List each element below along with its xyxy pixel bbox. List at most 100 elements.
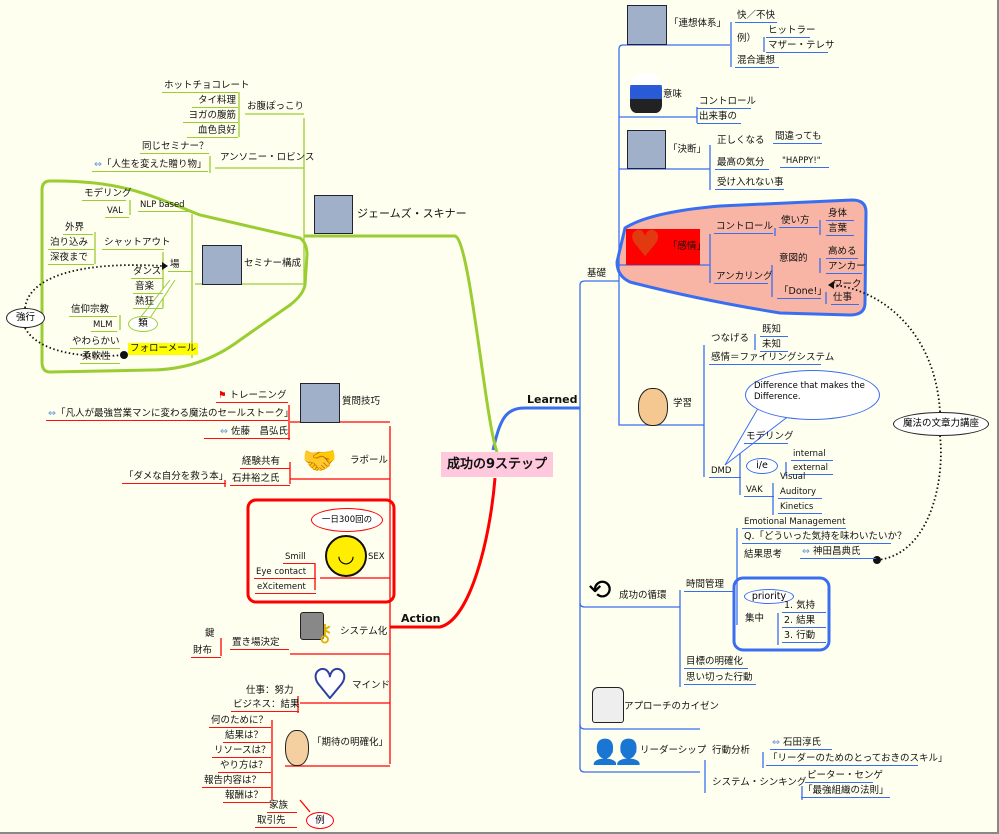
node[interactable]: お腹ぽっこり: [247, 101, 305, 112]
node[interactable]: 受け入れない事: [715, 177, 784, 190]
node[interactable]: モデリング: [744, 431, 794, 444]
mind-node[interactable]: マインド: [352, 680, 391, 691]
leader-node[interactable]: リーダーシップ: [640, 745, 707, 756]
imi-node[interactable]: 意味: [663, 89, 683, 100]
node[interactable]: Smill: [283, 551, 315, 564]
node[interactable]: Auditory: [778, 486, 822, 499]
node[interactable]: NLP based: [138, 199, 192, 212]
node[interactable]: ⇔ 石田淳氏: [770, 737, 832, 750]
learned-branch[interactable]: Learned: [527, 393, 578, 406]
node[interactable]: 深夜まで: [48, 252, 94, 265]
node[interactable]: ⇔ 神田昌典氏: [800, 546, 876, 559]
kaizen-node[interactable]: アプローチのカイゼン: [624, 701, 720, 712]
node[interactable]: 血色良好: [187, 125, 238, 138]
node[interactable]: 感情＝ファイリングシステム: [709, 352, 835, 365]
node[interactable]: external: [791, 462, 833, 475]
node[interactable]: システム・シンキング: [712, 777, 807, 788]
node[interactable]: やり方は？: [218, 760, 271, 773]
node[interactable]: ⇔「人生を変えた贈り物」: [92, 159, 208, 172]
node[interactable]: ダンス: [131, 266, 163, 279]
node[interactable]: DMD: [709, 465, 741, 478]
node[interactable]: 場: [168, 259, 192, 272]
gakushu-node[interactable]: 学習: [673, 398, 693, 409]
renso-node[interactable]: 「連想体系」: [669, 18, 727, 29]
rapport-node[interactable]: ラポール: [350, 455, 389, 466]
node[interactable]: 仕事: [831, 292, 859, 305]
node[interactable]: 結果思考: [744, 549, 783, 560]
kitai-node[interactable]: 「期待の明確化」: [312, 737, 389, 748]
node[interactable]: 「リーダーのためのとっておきのスキル」: [766, 753, 948, 766]
seminar-node[interactable]: セミナー構成: [244, 258, 302, 269]
node[interactable]: Q.「どういった気持を味わいたいか？: [742, 531, 907, 544]
node[interactable]: リソースは？: [212, 745, 271, 758]
node[interactable]: VAK: [744, 484, 774, 497]
node[interactable]: 出来事の: [697, 111, 741, 124]
node[interactable]: Visual: [780, 472, 806, 482]
node[interactable]: ⚑ トレーニング: [216, 390, 288, 403]
sex-callout[interactable]: 一日300回の: [311, 508, 383, 532]
example-callout[interactable]: 例: [306, 812, 334, 829]
node[interactable]: ワーク: [833, 279, 862, 290]
node[interactable]: アンカー: [826, 261, 866, 274]
node[interactable]: ビジネス：結果: [231, 699, 300, 712]
action-branch[interactable]: Action: [401, 612, 441, 625]
node[interactable]: 「Done!」: [777, 286, 827, 299]
node[interactable]: 集中: [745, 613, 765, 624]
node[interactable]: MLM: [91, 319, 117, 332]
node[interactable]: 泊り込み: [48, 237, 94, 250]
node[interactable]: internal: [791, 448, 833, 461]
node[interactable]: 家族: [267, 800, 297, 813]
shitsumon-node[interactable]: 質問技巧: [342, 396, 381, 407]
node[interactable]: ⇔ 佐藤 昌弘氏: [204, 426, 290, 439]
node[interactable]: 正しくなる: [717, 135, 765, 146]
node[interactable]: 石井裕之氏: [230, 473, 290, 486]
node[interactable]: マザー・テレサ: [766, 40, 835, 53]
kyoko-callout[interactable]: 強行: [6, 308, 45, 328]
node[interactable]: 報酬は？: [223, 790, 271, 803]
node[interactable]: 快／不快: [735, 10, 777, 23]
node[interactable]: アンソニー・ロビンス: [220, 152, 315, 163]
node[interactable]: 時間管理: [684, 579, 734, 592]
junkan-node[interactable]: 成功の循環: [619, 590, 667, 601]
sex-node[interactable]: SEX: [368, 552, 385, 562]
node[interactable]: 「最強組織の法則」: [801, 785, 890, 798]
node[interactable]: 既知: [760, 324, 788, 337]
ketsudan-node[interactable]: 「決断」: [668, 144, 707, 155]
node[interactable]: 間違っても: [773, 131, 822, 144]
node[interactable]: 信仰宗教: [69, 304, 117, 317]
node[interactable]: VAL: [105, 205, 129, 218]
node[interactable]: ヒットラー: [766, 25, 816, 38]
difference-callout[interactable]: Difference that makes the Difference.: [745, 370, 880, 420]
node[interactable]: 外界: [63, 222, 93, 235]
rui-callout[interactable]: 類: [128, 316, 158, 332]
kanjo-node[interactable]: 「感情」: [668, 241, 707, 252]
node[interactable]: 未知: [760, 339, 788, 352]
node[interactable]: シャットアウト: [102, 237, 171, 250]
node[interactable]: やわらかい: [70, 336, 120, 349]
node[interactable]: 経験共有: [240, 456, 290, 469]
node[interactable]: 仕事：努力: [246, 685, 294, 696]
node[interactable]: 置き場決定: [230, 637, 289, 650]
node[interactable]: 柔軟性: [80, 351, 120, 364]
node[interactable]: つなげる: [711, 333, 750, 344]
node[interactable]: 同じセミナー？: [140, 141, 209, 154]
node[interactable]: 1. 気持: [782, 600, 826, 613]
callout-mahou[interactable]: 魔法の文章力講座: [893, 412, 989, 436]
kiso-branch[interactable]: 基礎: [587, 268, 607, 279]
node[interactable]: Kinetics: [778, 501, 822, 514]
node[interactable]: 目標の明確化: [684, 656, 748, 669]
node[interactable]: ホットチョコレート: [162, 80, 250, 93]
node[interactable]: ピーター・センゲ: [805, 770, 884, 783]
node[interactable]: 2. 結果: [782, 615, 826, 628]
node[interactable]: 最高の気分: [715, 157, 769, 170]
node[interactable]: モデリング: [82, 188, 132, 201]
node[interactable]: 熱狂: [133, 296, 163, 309]
node[interactable]: 例）: [737, 33, 757, 44]
node[interactable]: アンカリング: [714, 271, 773, 284]
node[interactable]: 取引先: [255, 815, 297, 828]
node[interactable]: 「ダメな自分を救う本」: [122, 471, 229, 484]
node[interactable]: Emotional Management: [742, 517, 846, 529]
skinner-node[interactable]: ジェームズ・スキナー: [357, 207, 467, 220]
node[interactable]: コントロール: [714, 221, 774, 234]
central-topic[interactable]: 成功の9ステップ: [441, 452, 554, 477]
